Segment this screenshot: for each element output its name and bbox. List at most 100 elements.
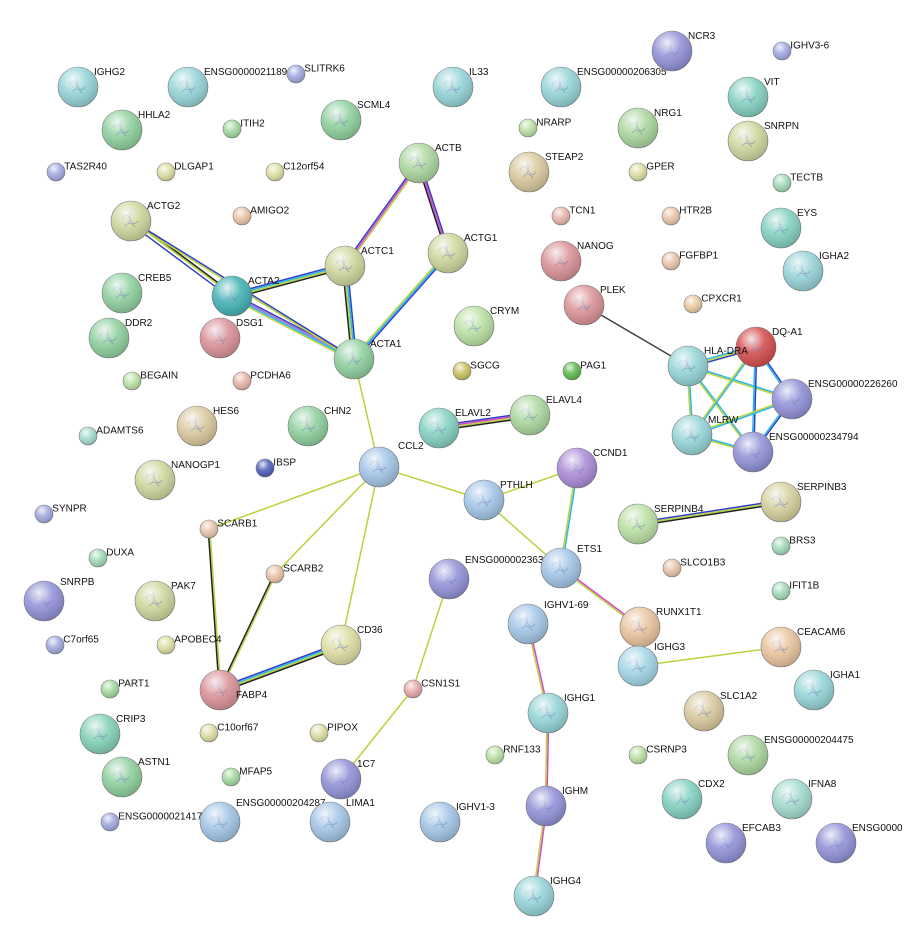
node-ifit1b[interactable]: IFIT1B (771, 581, 820, 601)
node-itih2[interactable]: ITIH2 (222, 119, 265, 139)
node-hhla2[interactable]: HHLA2 (101, 109, 171, 151)
node-actg1[interactable]: ACTG1 (427, 232, 498, 274)
node-il33[interactable]: IL33 (432, 66, 489, 108)
node-c12orf54[interactable]: C12orf54 (265, 162, 325, 182)
node-ensg00000214173[interactable]: ENSG00000214173 (100, 812, 208, 832)
node-duxa[interactable]: DUXA (88, 548, 134, 568)
node-sgcg[interactable]: SGCG (452, 361, 500, 381)
node-elavl4[interactable]: ELAVL4 (509, 394, 582, 436)
node-hla-dra[interactable]: HLA-DRA (667, 345, 748, 387)
node-tcn1[interactable]: TCN1 (551, 206, 596, 226)
node-rnf133[interactable]: RNF133 (485, 745, 541, 765)
node-apobec4[interactable]: APOBEC4 (156, 635, 222, 655)
node-ensg00000234794[interactable]: ENSG00000234794 (732, 431, 859, 473)
node-ighm[interactable]: IGHM (525, 785, 588, 827)
node-mlrw[interactable]: MLRW (671, 414, 739, 456)
node-dsg1[interactable]: DSG1 (199, 317, 264, 359)
node-ighg2[interactable]: IGHG2 (57, 66, 126, 108)
node-ensg00000236315[interactable]: ENSG00000236315 (428, 555, 555, 600)
node-efcab3[interactable]: EFCAB3 (705, 822, 781, 864)
node-htr2b[interactable]: HTR2B (661, 206, 712, 226)
node-igha1[interactable]: IGHA1 (793, 669, 860, 711)
node-scarb2[interactable]: SCARB2 (265, 564, 324, 584)
node-ibsp[interactable]: IBSP (255, 458, 296, 478)
node-ets1[interactable]: ETS1 (540, 544, 602, 589)
node-cpxcr1[interactable]: CPXCR1 (683, 294, 742, 314)
node-synpr[interactable]: SYNPR (34, 504, 87, 524)
node-ensg0000[interactable]: ENSG0000 (815, 822, 903, 864)
node-ighv3-6[interactable]: IGHV3-6 (772, 41, 830, 61)
node-astn1[interactable]: ASTN1 (101, 756, 171, 798)
node-pcdha6[interactable]: PCDHA6 (232, 371, 291, 391)
node-amigo2[interactable]: AMIGO2 (232, 206, 290, 226)
node-snrpn[interactable]: SNRPN (727, 120, 799, 162)
node-igha2[interactable]: IGHA2 (782, 250, 849, 292)
node-scml4[interactable]: SCML4 (320, 99, 391, 141)
node-scarb1[interactable]: SCARB1 (199, 519, 258, 539)
node-serpinb3[interactable]: SERPINB3 (760, 481, 847, 523)
node-ncr3[interactable]: NCR3 (651, 30, 716, 72)
node-nanogp1[interactable]: NANOGP1 (134, 459, 220, 501)
node-actc1[interactable]: ACTC1 (324, 245, 394, 287)
node-ighg3[interactable]: IGHG3 (617, 642, 686, 687)
node-pak7[interactable]: PAK7 (134, 580, 196, 622)
node-begain[interactable]: BEGAIN (122, 371, 178, 391)
node-csrnp3[interactable]: CSRNP3 (628, 745, 687, 765)
node-ifna8[interactable]: IFNA8 (771, 778, 837, 820)
node-acta2[interactable]: ACTA2 (211, 275, 280, 317)
node-cd36[interactable]: CD36 (320, 624, 383, 666)
node-ighg1[interactable]: IGHG1 (527, 692, 596, 734)
node-lima1[interactable]: LIMA1 (309, 798, 375, 843)
node-nanog[interactable]: NANOG (540, 240, 614, 282)
node-eys[interactable]: EYS (760, 207, 817, 249)
node-adamts6[interactable]: ADAMTS6 (78, 426, 144, 446)
node-ighv1-69[interactable]: IGHV1-69 (507, 600, 589, 645)
node-ceacam6[interactable]: CEACAM6 (760, 626, 846, 668)
node-actg2[interactable]: ACTG2 (110, 200, 181, 242)
node-pthlh[interactable]: PTHLH (463, 479, 533, 521)
node-hes6[interactable]: HES6 (176, 405, 240, 447)
node-crym[interactable]: CRYM (453, 305, 519, 347)
node-pipox[interactable]: PIPOX (309, 723, 358, 743)
node-chn2[interactable]: CHN2 (287, 405, 352, 447)
node-runx1t1[interactable]: RUNX1T1 (619, 606, 702, 648)
node-cdx2[interactable]: CDX2 (661, 778, 725, 820)
node-ighg4[interactable]: IGHG4 (513, 875, 582, 917)
node-fgfbp1[interactable]: FGFBP1 (661, 251, 719, 271)
node-ccl2[interactable]: CCL2 (358, 441, 424, 488)
node-ighv1-3[interactable]: IGHV1-3 (419, 801, 495, 843)
node-slitrk6[interactable]: SLITRK6 (286, 64, 345, 84)
node-steap2[interactable]: STEAP2 (508, 151, 584, 193)
node-ensg00000206305[interactable]: ENSG00000206305 (540, 66, 667, 108)
node-1c7[interactable]: 1C7 (320, 758, 376, 800)
node-plek[interactable]: PLEK (563, 284, 626, 326)
node-c10orf67[interactable]: C10orf67 (199, 723, 259, 743)
node-fabp4[interactable]: FABP4 (199, 669, 268, 711)
node-slco1b3[interactable]: SLCO1B3 (662, 558, 726, 578)
node-dq-a1[interactable]: DQ-A1 (735, 326, 803, 368)
node-serpinb4[interactable]: SERPINB4 (617, 503, 704, 545)
node-crip3[interactable]: CRIP3 (79, 713, 146, 755)
node-ccnd1[interactable]: CCND1 (556, 447, 628, 489)
node-vit[interactable]: VIT (727, 76, 780, 118)
node-c7orf65[interactable]: C7orf65 (45, 635, 99, 655)
node-ddr2[interactable]: DDR2 (88, 317, 153, 359)
node-ensg00000226260[interactable]: ENSG00000226260 (771, 378, 898, 420)
node-ensg00000211894[interactable]: ENSG00000211894 (167, 66, 293, 108)
node-actb[interactable]: ACTB (398, 142, 462, 184)
node-creb5[interactable]: CREB5 (101, 272, 172, 314)
node-nrg1[interactable]: NRG1 (617, 107, 682, 149)
node-acta1[interactable]: ACTA1 (333, 338, 402, 380)
node-brs3[interactable]: BRS3 (771, 536, 816, 556)
node-slc1a2[interactable]: SLC1A2 (683, 690, 758, 732)
node-pag1[interactable]: PAG1 (562, 361, 607, 381)
node-mfap5[interactable]: MFAP5 (221, 767, 273, 787)
node-tas2r40[interactable]: TAS2R40 (46, 162, 107, 182)
node-snrpb[interactable]: SNRPB (23, 577, 95, 622)
node-csn1s1[interactable]: CSN1S1 (403, 679, 461, 699)
node-part1[interactable]: PART1 (100, 679, 150, 699)
node-nrarp[interactable]: NRARP (518, 118, 572, 138)
node-gper[interactable]: GPER (628, 162, 675, 182)
node-ensg00000204475[interactable]: ENSG00000204475 (727, 734, 854, 776)
node-dlgap1[interactable]: DLGAP1 (156, 162, 214, 182)
